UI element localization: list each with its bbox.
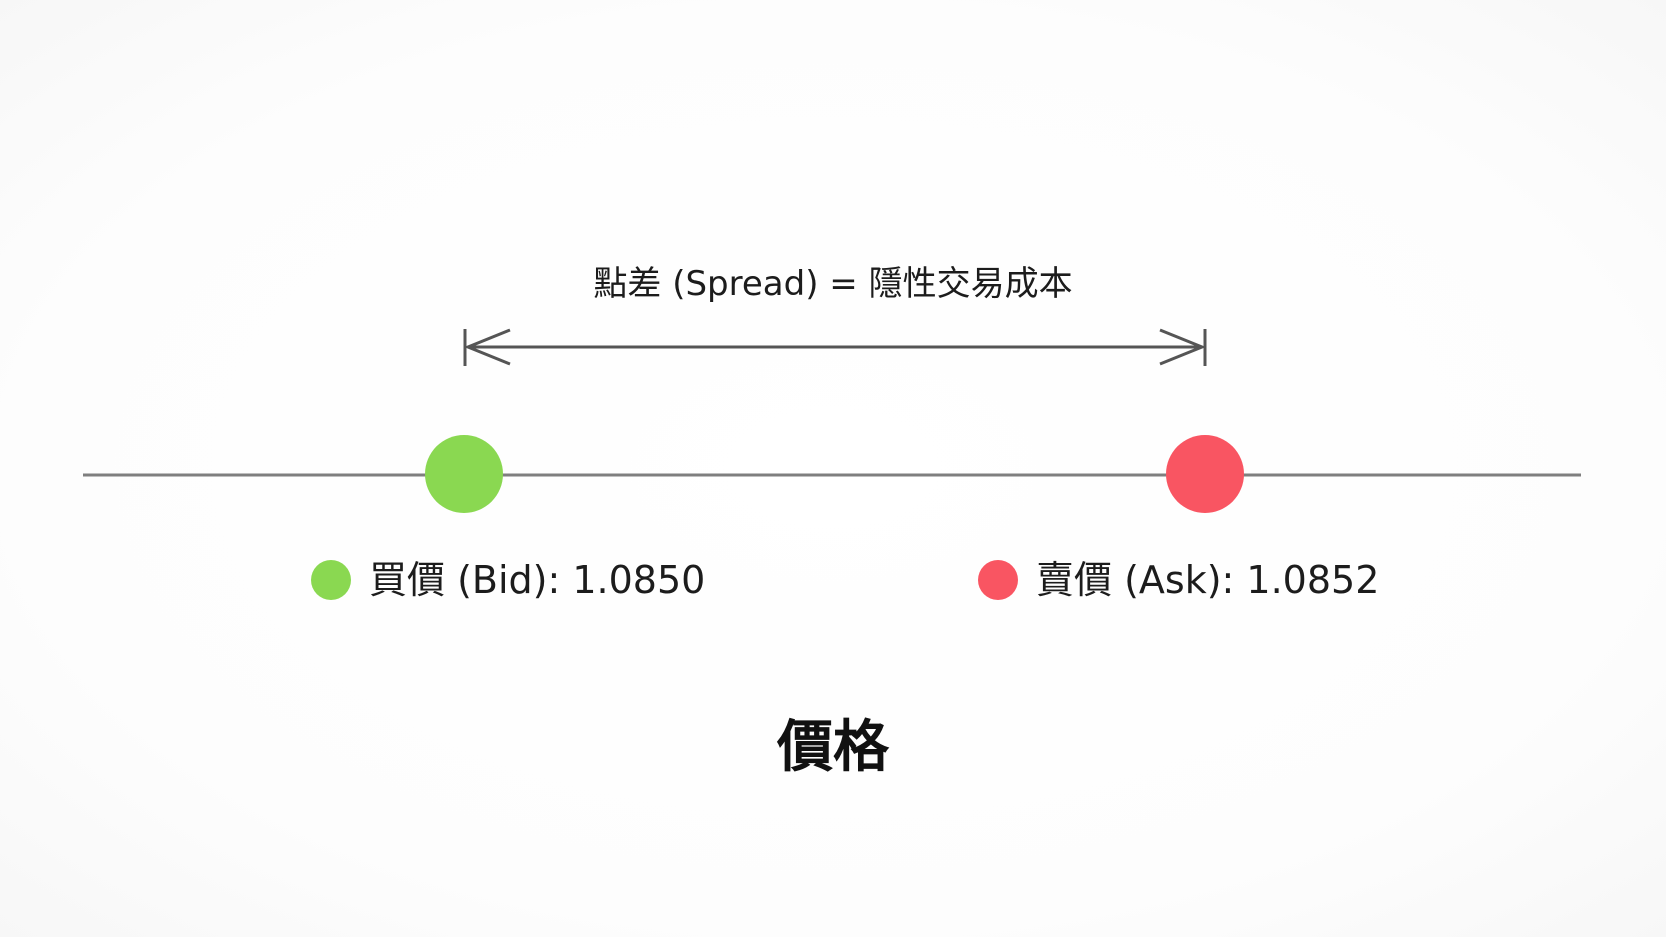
bid-price-marker xyxy=(425,435,503,513)
legend-ask: 賣價 (Ask): 1.0852 xyxy=(978,555,1379,605)
legend-bid: 買價 (Bid): 1.0850 xyxy=(311,555,705,605)
ask-label: 賣價 (Ask): 1.0852 xyxy=(1036,558,1380,602)
ask-price-marker xyxy=(1166,435,1244,513)
spread-arrow xyxy=(463,328,1207,366)
spread-arrowhead-right xyxy=(1159,328,1206,366)
axis-title: 價格 xyxy=(777,715,889,780)
spread-arrowhead-left xyxy=(464,328,511,366)
spread-label: 點差 (Spread) = 隱性交易成本 xyxy=(593,264,1073,304)
bid-label: 買價 (Bid): 1.0850 xyxy=(369,558,706,602)
ask-legend-dot-icon xyxy=(978,560,1018,600)
bid-legend-dot-icon xyxy=(311,560,351,600)
